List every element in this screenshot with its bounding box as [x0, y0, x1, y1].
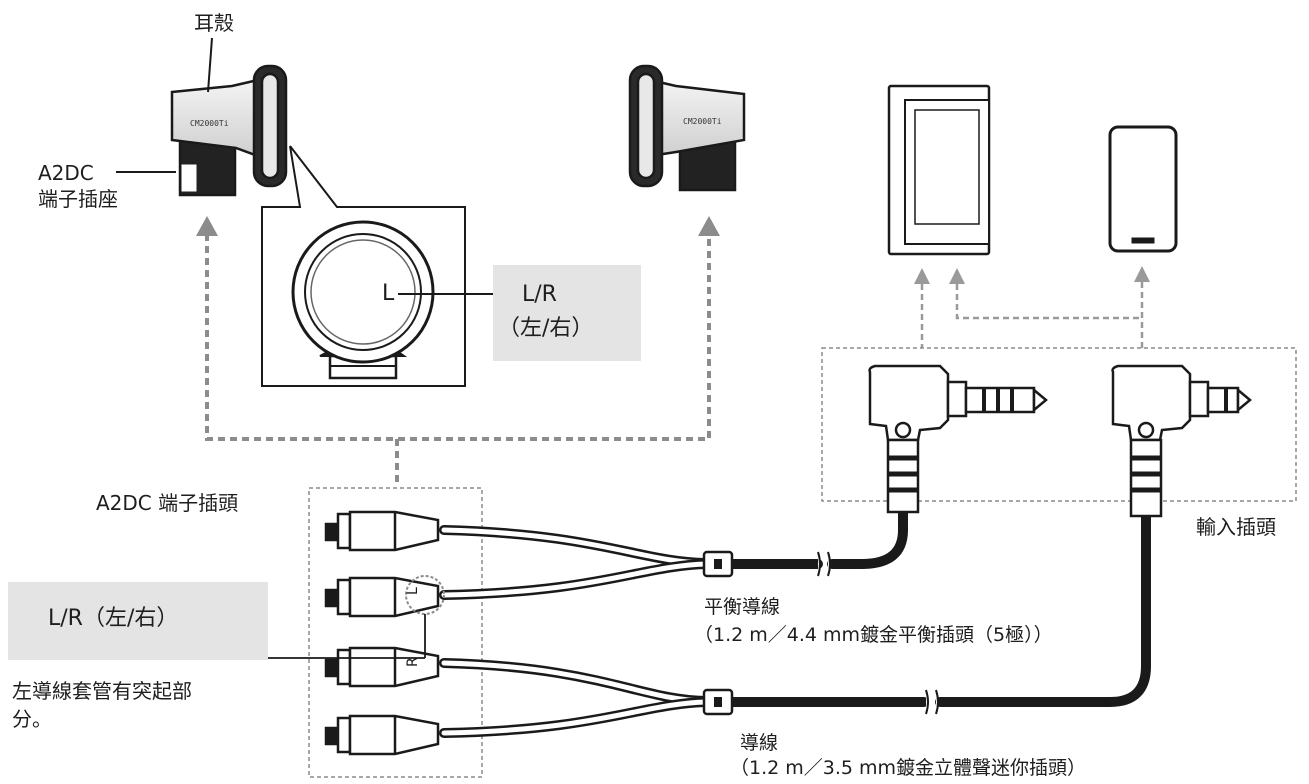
right-shell-model: CM2000Ti [683, 117, 722, 126]
earshell-leader [207, 37, 213, 93]
balanced-cable-label-line1: 平衡導線 [704, 596, 781, 618]
smartphone-icon [1108, 125, 1178, 253]
zoom-detail [291, 220, 435, 380]
std-cable-label-line1: 導線 [740, 732, 779, 754]
input-plug-group [821, 347, 1297, 502]
lr-mark: L [382, 281, 395, 306]
left-sleeve-note-line2: 分。 [12, 707, 52, 731]
a2dc-plug-group [308, 487, 483, 778]
connector-3 [324, 646, 440, 688]
standard-cable [439, 510, 1151, 738]
balanced-plug [868, 364, 1048, 514]
a2dc-socket-label-line1: A2DC [38, 161, 94, 185]
left-sleeve-note-line1: 左導線套管有突起部 [12, 679, 192, 703]
standard-plug [1111, 364, 1252, 518]
a2dc-connectors [324, 510, 440, 756]
earshell-label: 耳殼 [194, 11, 234, 35]
left-sleeve-ridge-highlight [405, 575, 445, 615]
connector-1 [324, 510, 440, 552]
zoom-callout [261, 145, 466, 387]
portable-player-icon [887, 84, 991, 256]
connector-2 [324, 576, 440, 618]
lr-callout2-text: L/R（左/右） [48, 606, 179, 631]
routing-arrows [205, 234, 711, 484]
standard-splitter [702, 688, 939, 716]
connector-4 [324, 714, 440, 756]
a2dc-socket-label-line2: 端子插座 [38, 187, 118, 211]
connector-right-mark: R [405, 657, 421, 667]
a2dc-plug-label: A2DC 端子插頭 [96, 491, 239, 515]
std-cable-label-line2: （1.2 m／3.5 mm鍍金立體聲迷你插頭） [730, 757, 1087, 779]
connector-left-mark: L [405, 587, 421, 595]
left-earpiece [170, 64, 288, 197]
device-arrows [920, 282, 1144, 348]
left-shell-model: CM2000Ti [190, 119, 229, 128]
balanced-cable-label-line2: （1.2 m／4.4 mm鍍金平衡插頭（5極）） [694, 624, 1053, 646]
balanced-splitter [702, 550, 831, 578]
arrow-heads [196, 216, 720, 236]
lr-callout2-box [8, 582, 268, 660]
lr-callout-box [493, 265, 641, 361]
lr-callout-line1: L/R [522, 282, 557, 307]
input-plug-label: 輸入插頭 [1196, 515, 1276, 539]
right-earpiece [628, 64, 746, 192]
balanced-cable [439, 507, 908, 600]
lr-callout-line2: （左/右） [498, 316, 594, 341]
device-arrow-heads [914, 266, 1150, 284]
